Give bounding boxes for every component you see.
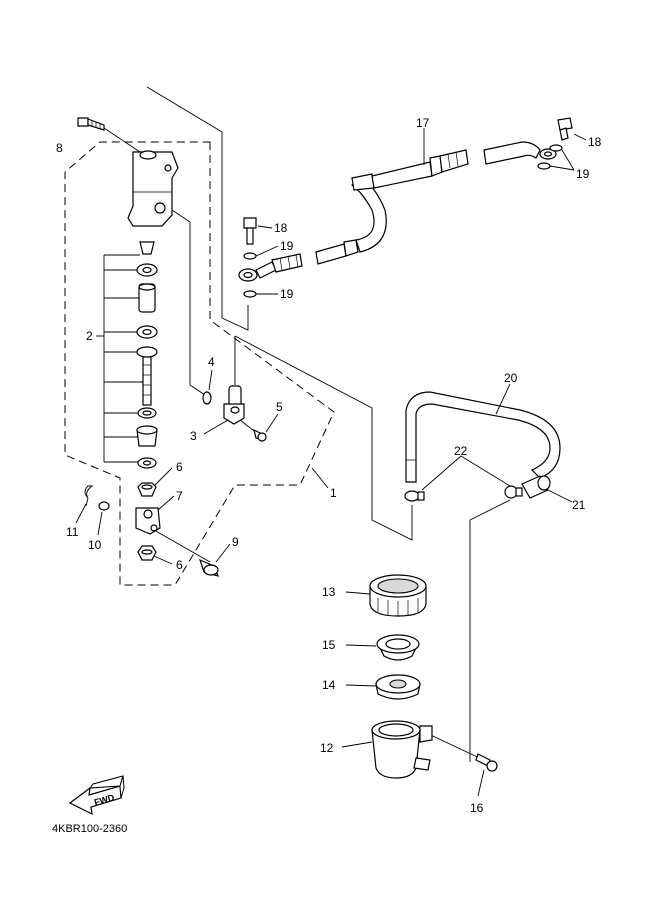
leader-14	[345, 684, 377, 687]
washer-10	[98, 501, 110, 511]
callout-12: 12	[320, 741, 334, 755]
callout-17: 17	[416, 116, 430, 130]
hose-clamp-22-a	[404, 490, 425, 502]
leader-22-a	[421, 455, 462, 491]
washer-19-a	[243, 252, 257, 260]
callout-14: 14	[322, 678, 336, 692]
callout-labels: 1 2 3 4 5 6 6 7 8 9 10 11 12 13 14 15 16…	[56, 116, 602, 815]
leader-19-right-b	[549, 165, 575, 171]
callout-10: 10	[88, 538, 102, 552]
diaphragm-14	[375, 674, 421, 700]
master-cylinder-body	[127, 150, 179, 227]
leader-3	[203, 419, 229, 435]
callout-8: 8	[56, 141, 63, 155]
callout-2: 2	[86, 329, 93, 343]
nut-6-lower	[137, 545, 157, 561]
reservoir-tank-12	[371, 720, 433, 779]
screw-5	[253, 428, 267, 442]
diagram-code: 4KBR100-2360	[52, 823, 127, 835]
leader-18-right	[573, 133, 587, 141]
connector-body-to-4b	[189, 222, 206, 396]
o-ring-4	[202, 391, 212, 405]
hose-clamp-22-b	[504, 485, 523, 499]
leader-10	[97, 511, 103, 536]
leader-12	[341, 741, 373, 748]
bracket-2	[96, 254, 143, 463]
hose-end-21	[521, 475, 551, 499]
callout-16: 16	[470, 801, 484, 815]
cotter-pin-11	[84, 485, 94, 507]
callout-11: 11	[66, 525, 79, 539]
leader-13	[345, 591, 371, 595]
reservoir-cap-13	[369, 574, 427, 617]
callout-6-lower: 6	[176, 558, 183, 572]
leader-16	[477, 769, 485, 797]
callout-22: 22	[454, 444, 468, 458]
leader-1	[311, 467, 329, 489]
callout-1: 1	[330, 486, 337, 500]
guide-line-master-to-hose	[146, 86, 249, 331]
assembly-boundary-1	[64, 141, 335, 586]
leader-7-to-9	[153, 529, 211, 563]
leader-11	[75, 503, 87, 524]
piston-kit-2	[136, 241, 158, 469]
callout-18-right: 18	[588, 135, 602, 149]
callout-21: 21	[572, 498, 586, 512]
callout-5: 5	[276, 400, 283, 414]
screw-16	[475, 753, 498, 772]
leader-8-to-body	[103, 127, 141, 153]
hose-joint-3	[223, 385, 245, 425]
callout-15: 15	[322, 638, 336, 652]
callout-13: 13	[322, 585, 336, 599]
pin-9	[199, 558, 220, 577]
callout-3: 3	[190, 429, 197, 443]
leader-19-mid-a	[255, 245, 279, 257]
callout-20: 20	[504, 371, 518, 385]
callout-19-mid-b: 19	[280, 287, 294, 301]
leader-6-lower	[153, 555, 173, 565]
leader-18-mid	[257, 225, 273, 229]
clevis-7	[135, 507, 161, 535]
leader-7	[157, 495, 175, 511]
leader-15	[345, 644, 377, 647]
fwd-arrow-icon: FWD	[68, 775, 125, 816]
leader-19-right-a	[561, 149, 575, 171]
washer-19-d	[537, 162, 551, 170]
brake-hose-17	[238, 141, 557, 282]
reservoir-hose-20	[405, 391, 561, 483]
callout-18-mid: 18	[274, 221, 288, 235]
leader-20	[495, 383, 511, 415]
guide-line-21-to-16	[469, 499, 511, 762]
callout-19-mid-a: 19	[280, 239, 294, 253]
washer-19-c	[549, 144, 563, 152]
leader-4	[208, 369, 213, 391]
leader-6-upper	[153, 467, 173, 487]
leader-9	[215, 543, 231, 563]
bolt-18-mid	[243, 217, 257, 245]
bolt-8	[77, 117, 105, 131]
callout-4: 4	[208, 355, 215, 369]
guide-line-hose-to-joint	[234, 335, 413, 541]
leader-5	[265, 413, 279, 433]
bolt-18-right	[557, 117, 573, 141]
leader-21	[547, 489, 573, 503]
connector-body-to-4	[171, 209, 191, 223]
nut-6-upper	[137, 482, 157, 497]
callout-9: 9	[232, 535, 239, 549]
washer-19-b	[243, 290, 257, 298]
callout-19-right: 19	[576, 167, 590, 181]
callout-7: 7	[176, 489, 183, 503]
leader-22-b	[460, 455, 511, 487]
callout-6-upper: 6	[176, 460, 183, 474]
diaphragm-plate-15	[376, 634, 420, 661]
